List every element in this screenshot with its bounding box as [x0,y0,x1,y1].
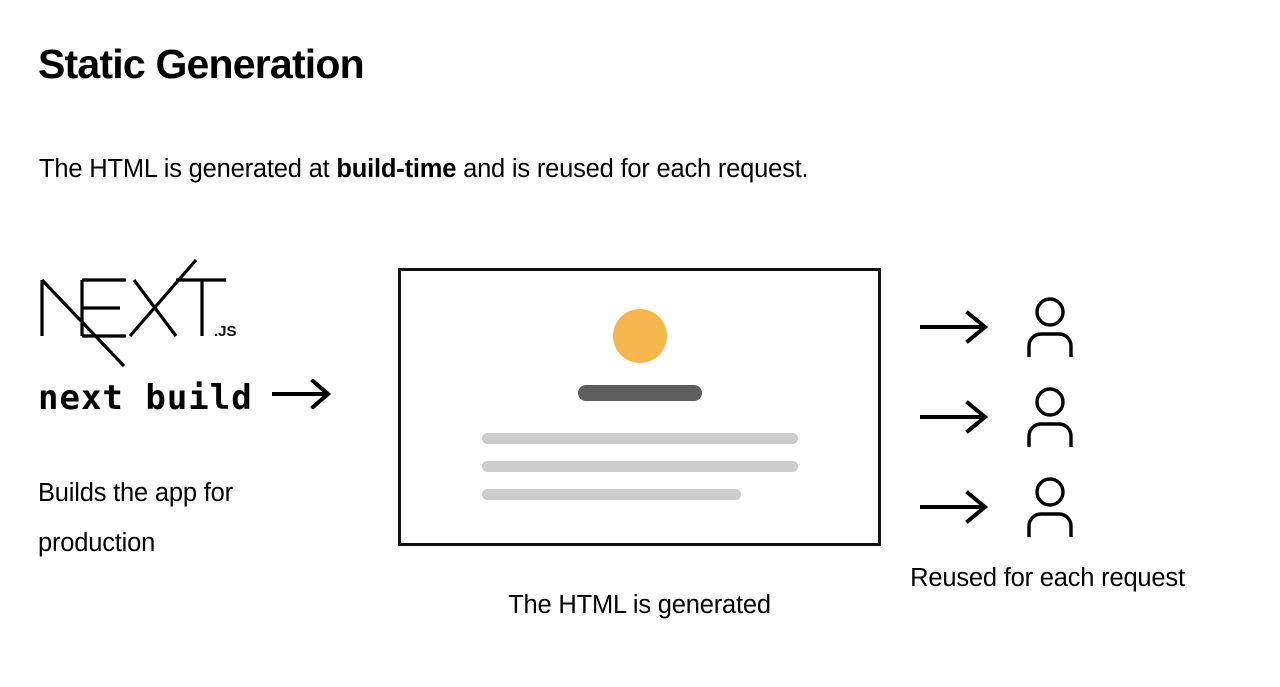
requests-group [918,282,1138,552]
mockup-text-line [481,489,741,500]
request-row [918,462,1138,552]
build-command-text: next build [38,378,253,418]
subtitle-emphasis: build-time [336,155,457,183]
mockup-heading-bar [577,385,702,401]
page-subtitle: The HTML is generated at build-time and … [39,154,809,186]
arrow-right-icon [918,490,994,524]
page-title: Static Generation [38,41,365,87]
subtitle-text-after: and is reused for each request. [456,155,809,183]
nextjs-logo: .JS [30,258,260,368]
person-icon [1020,385,1080,449]
mockup-avatar-circle [612,309,667,363]
arrow-right-icon [918,310,994,344]
build-caption: Builds the app for production [38,479,233,557]
request-row [918,372,1138,462]
svg-text:.JS: .JS [214,323,237,340]
mockup-text-line [481,461,798,472]
page-mockup-caption: The HTML is generated [508,591,771,619]
person-icon [1020,475,1080,539]
mockup-text-line [481,433,798,444]
request-row [918,282,1138,372]
subtitle-text-before: The HTML is generated at [39,155,337,183]
person-icon [1020,295,1080,359]
mockup-text-lines [481,433,798,517]
build-command: next build [38,378,335,418]
arrow-right-icon [271,378,335,418]
page-mockup [398,268,881,546]
requests-caption: Reused for each request [910,564,1185,592]
arrow-right-icon [918,400,994,434]
